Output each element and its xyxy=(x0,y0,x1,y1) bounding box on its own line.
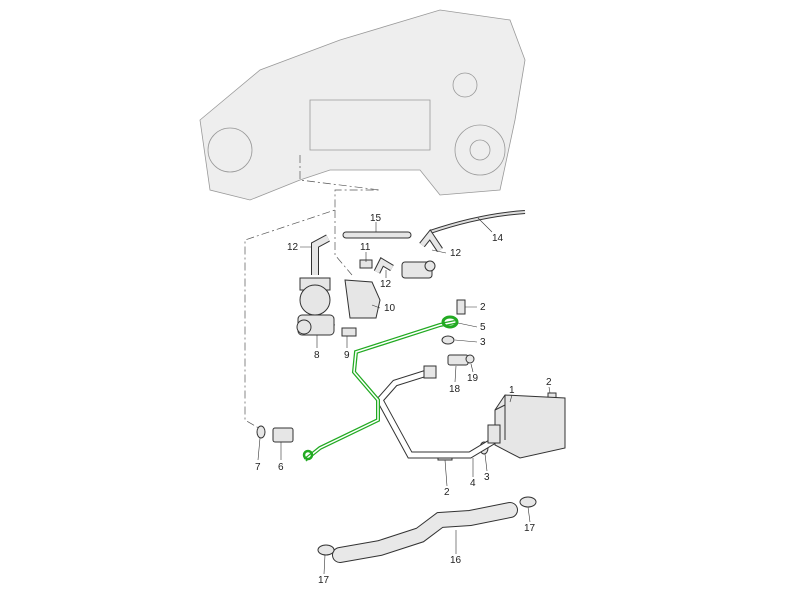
callout-3: 3 xyxy=(484,472,490,483)
leader-lines xyxy=(257,217,551,575)
callout-2: 2 xyxy=(480,302,486,313)
hose-15 xyxy=(342,231,412,239)
callout-11: 11 xyxy=(360,242,371,253)
callout-8: 8 xyxy=(314,350,320,361)
reference-line xyxy=(334,210,353,276)
callout-labels: 15 14 12 11 12 12 10 2 5 3 8 9 19 18 1 2… xyxy=(255,213,552,586)
callout-10: 10 xyxy=(384,303,396,314)
callout-2: 2 xyxy=(444,487,450,498)
transmission-housing xyxy=(199,9,526,201)
bolt-9 xyxy=(341,327,357,337)
egr-valve-8 xyxy=(296,277,335,336)
hose-16 xyxy=(332,502,518,563)
pipe-highlighted xyxy=(302,315,459,462)
hose-14 xyxy=(429,210,526,234)
bracket-10 xyxy=(344,279,381,319)
callout-2: 2 xyxy=(546,377,552,388)
callout-16: 16 xyxy=(450,555,462,566)
washer-3 xyxy=(441,335,489,455)
union-18-19 xyxy=(447,354,475,366)
oil-cooler-1 xyxy=(487,394,566,459)
reference-line xyxy=(244,155,381,431)
callout-7: 7 xyxy=(255,462,261,473)
callout-18: 18 xyxy=(449,384,461,395)
callout-12: 12 xyxy=(380,279,392,290)
callout-14: 14 xyxy=(492,233,504,244)
callout-19: 19 xyxy=(467,373,479,384)
callout-5: 5 xyxy=(480,322,486,333)
callout-12: 12 xyxy=(450,248,462,259)
callout-17: 17 xyxy=(318,575,330,586)
callout-12: 12 xyxy=(287,242,299,253)
callout-4: 4 xyxy=(470,478,476,489)
callout-6: 6 xyxy=(278,462,284,473)
callout-1: 1 xyxy=(509,385,515,396)
callout-9: 9 xyxy=(344,350,350,361)
hose-12 xyxy=(311,229,443,275)
clamp-17 xyxy=(317,496,537,556)
pipe-return xyxy=(375,365,497,459)
callout-17: 17 xyxy=(524,523,536,534)
valve-12 xyxy=(401,260,436,279)
callout-3: 3 xyxy=(480,337,486,348)
callout-15: 15 xyxy=(370,213,382,224)
fitting-6-7 xyxy=(256,425,294,443)
